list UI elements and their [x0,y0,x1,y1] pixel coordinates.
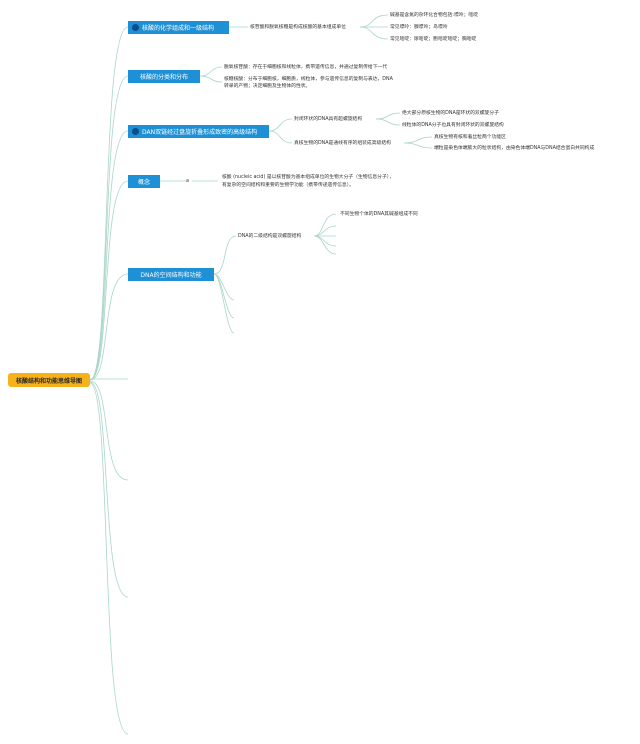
b3-sub-2[interactable]: 真核生物的DNA是通线有序的组装成高级结构 [294,141,391,146]
root-node[interactable]: 核酸结构和功能思维导图 [8,373,90,387]
b1-sub-node[interactable]: 核苷酸和脱氧核糖是构成核酸的基本组成单位 [250,25,346,30]
b2-leaf-2[interactable]: 核糖核酸：分布于细胞核，细胞质，线粒体，参与遗传信息的复制与表达，DNA [224,77,393,82]
link-b5-empty-7 [313,235,337,255]
sparkle-icon [132,128,139,135]
b1-leaf-1[interactable]: 碱基是含氮的杂环化合物包括:嘌呤；嘧啶 [390,13,478,18]
link-root-down-2 [89,381,129,598]
b1-leaf-2[interactable]: 常见嘌呤：腺嘌呤；鸟嘌呤 [390,25,448,30]
b4-marker: a [186,179,189,184]
link-b5-empty-6 [313,235,337,247]
b5-sub-node[interactable]: DNA的二级结构是双螺旋结构 [238,234,302,239]
branch-label: DNA的空间结构和功能 [140,272,202,279]
link-b3-1-leaf-2 [375,118,401,126]
b3-leaf-3[interactable]: 真核生物有核和着丝粒两个功能区 [434,135,506,140]
link-b5-sub [213,235,237,275]
link-b1-leaf-3 [359,26,389,40]
b5-leaf-1[interactable]: 不同生物个体的DNA其碱基组成不同 [340,212,418,217]
link-b2-leaf-2 [199,75,223,83]
b3-leaf-1[interactable]: 绝大部分原核生物的DNA是环状的双螺旋分子 [402,111,499,116]
b3-leaf-4[interactable]: 端粒是染色体端膨大的粒状结构，由染色体端DNA与DNA结合蛋白共同构成 [434,146,595,151]
link-root-b2 [89,75,129,381]
b4-leaf-2: 有复杂的空间结构和重要的生物学功能（携带传递遗传信息）。 [222,183,354,188]
link-root-down-3 [89,382,129,735]
b2-leaf-1[interactable]: 脱氧核苷酸：存在于细胞核和线粒体，携带遗传信息，并通过复制传给下一代 [224,65,388,70]
link-root-down-1 [89,380,129,481]
link-b5-empty-3 [213,273,235,334]
sparkle-icon [132,24,139,31]
b1-leaf-3[interactable]: 常见嘧啶：尿嘧啶；胞嘧啶嘧啶；胸嘧啶 [390,37,477,42]
link-b5-empty-2 [213,273,235,319]
link-b3-1-leaf-1 [375,112,401,120]
branch-label: 核酸的化学组成和一级结构 [142,25,215,32]
link-b3-2-leaf-2 [403,142,433,149]
link-root-b5 [89,273,129,381]
link-root-b4 [89,180,129,381]
link-b1-leaf-1 [359,14,389,28]
link-b3-sub-1 [268,118,293,132]
branch-higher-structure[interactable]: DAN双链经过盘旋折叠形成致密的高级结构 [128,125,269,138]
branch-label: 概念 [137,179,150,186]
link-b5-empty-4 [313,225,337,237]
b3-leaf-2[interactable]: 线粒体的DNA分子也具有封闭环状的双螺旋结构 [402,123,504,128]
link-b3-sub-2 [268,130,293,144]
branch-label: 核酸的分类和分布 [139,74,188,81]
link-root-b3 [89,130,129,381]
link-b3-2-leaf-1 [403,136,433,144]
branch-classification[interactable]: 核酸的分类和分布 [128,70,200,83]
b4-leaf-1[interactable]: 核酸 (nucleic acid) 是以核苷酸为基本组成单位的生物大分子（生物信… [222,175,394,180]
branch-label: DAN双链经过盘旋折叠形成致密的高级结构 [142,129,258,136]
branch-chemical-composition[interactable]: 核酸的化学组成和一级结构 [128,21,229,34]
branch-concept[interactable]: 概念 [128,175,160,188]
link-root-b1 [89,26,129,381]
link-b2-leaf-1 [199,66,223,77]
b2-leaf-2-cont: 转录的产物；决定细胞及生物体的性状。 [224,84,311,89]
link-b5-leaf-1 [313,213,337,237]
b3-sub-1[interactable]: 封闭环状的DNA具有超螺旋结构 [294,117,363,122]
branch-spatial-structure[interactable]: DNA的空间结构和功能 [128,268,214,281]
